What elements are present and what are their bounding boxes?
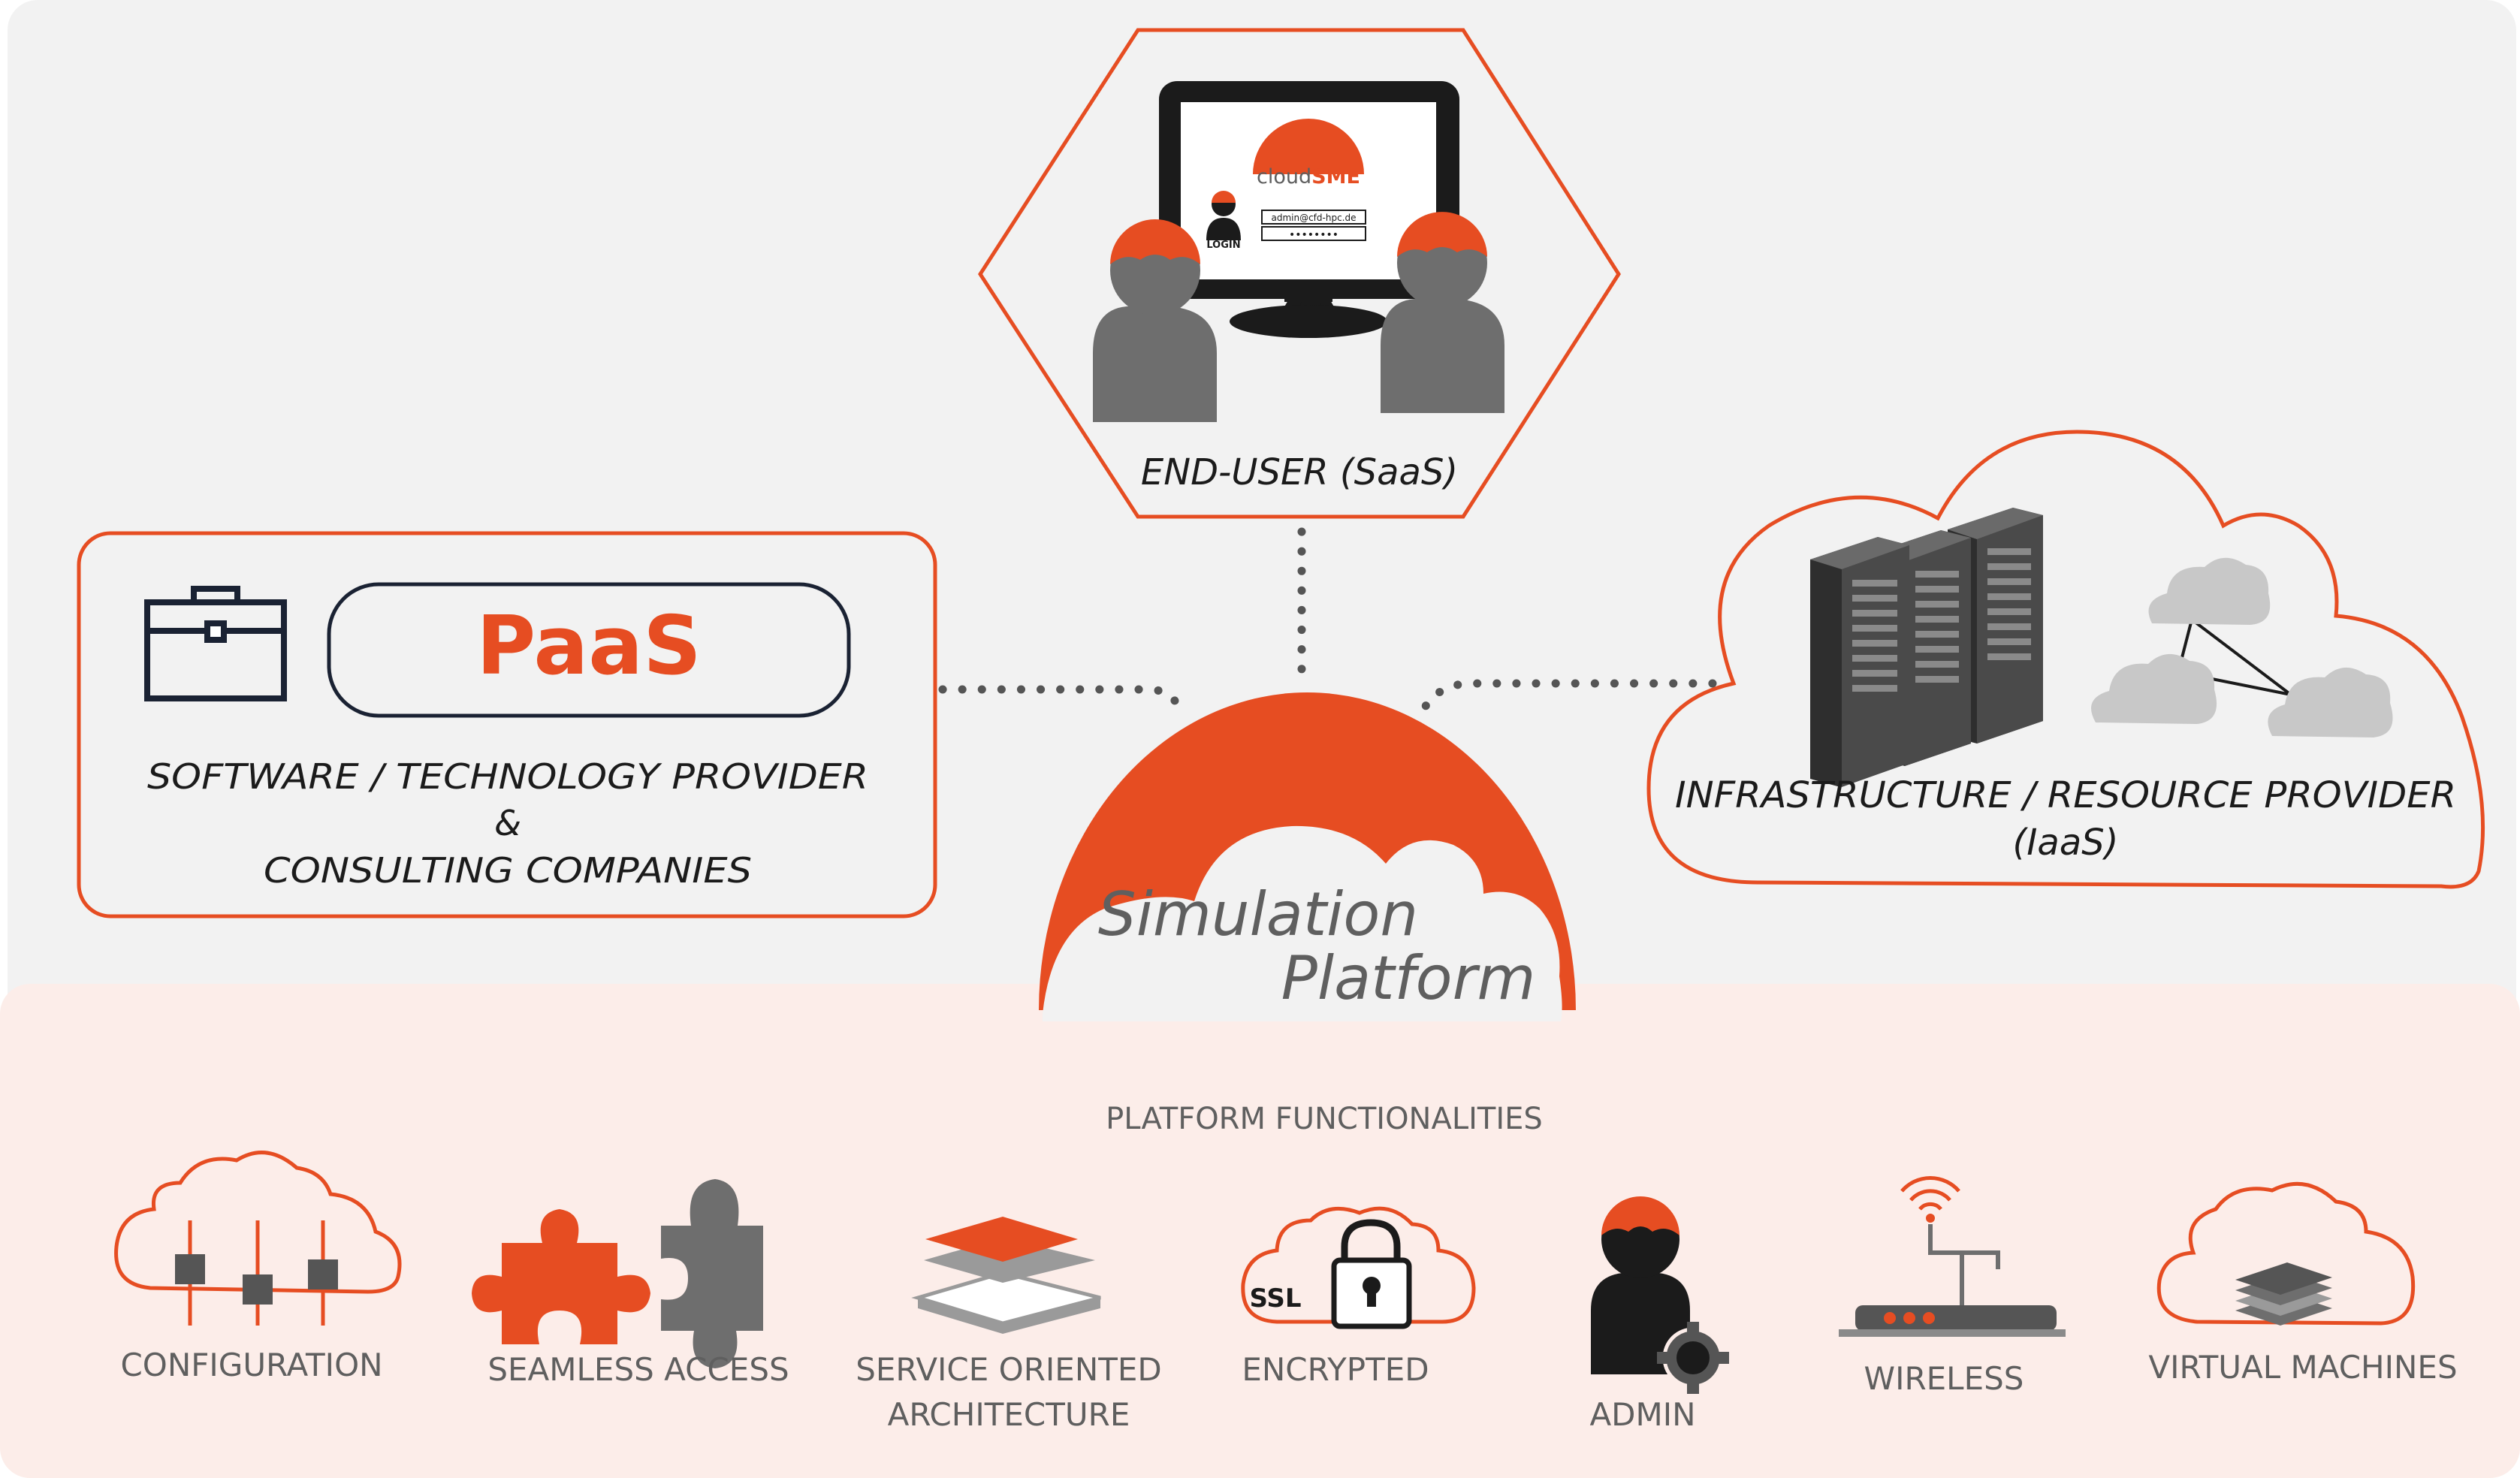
end-user-label: END-USER (SaaS) [1141, 451, 1458, 493]
cloud-sliders-icon [114, 1151, 402, 1326]
platform-cloud [1043, 825, 1562, 1021]
end-user-group: cloudSME LOGIN admin@cfd-hpc.de ••••••••… [978, 28, 1621, 519]
func-configuration-label: CONFIGURATION [120, 1347, 382, 1383]
paas-line1: SOFTWARE / TECHNOLOGY PROVIDER [147, 756, 868, 797]
svg-text:cloudSME: cloudSME [1257, 165, 1360, 189]
monitor-icon: cloudSME LOGIN admin@cfd-hpc.de •••••••• [1159, 81, 1459, 338]
func-virtual-machines: VIRTUAL MACHINES [2148, 1181, 2458, 1386]
func-soa-label-line2: ARCHITECTURE [888, 1396, 1130, 1433]
paas-line3: CONSULTING COMPANIES [264, 850, 752, 891]
connector-iaas [1419, 679, 1717, 714]
toolbox-icon [144, 586, 287, 701]
paas-line2: & [494, 803, 521, 843]
func-soa-label-line1: SERVICE ORIENTED [856, 1351, 1162, 1388]
paas-group: PaaS SOFTWARE / TECHNOLOGY PROVIDER & CO… [77, 531, 937, 918]
connectors [938, 527, 1717, 718]
iaas-group: INFRASTRUCTURE / RESOURCE PROVIDER (IaaS… [1646, 430, 2485, 889]
cloud-lock-icon [1241, 1206, 1476, 1329]
func-seamless-access-label: SEAMLESS ACCESS [487, 1351, 789, 1388]
ssl-badge: SSL [1249, 1283, 1301, 1314]
func-encrypted-label: ENCRYPTED [1242, 1351, 1429, 1388]
functionalities-title: PLATFORM FUNCTIONALITIES [1106, 1102, 1543, 1136]
func-admin-label: ADMIN [1589, 1396, 1695, 1433]
func-wireless: WIRELESS [1839, 1176, 2066, 1397]
func-configuration: CONFIGURATION [114, 1151, 402, 1383]
brand-suffix: SME [1311, 165, 1360, 189]
func-wireless-label: WIRELESS [1864, 1360, 2024, 1397]
puzzle-icon [472, 1179, 763, 1368]
end-user-hexagon [978, 28, 1621, 519]
simulation-platform-group: Simulation Platform [1039, 692, 1576, 1021]
cloud-vm-icon [2156, 1181, 2416, 1326]
password-field [1261, 226, 1366, 241]
top-panel [8, 0, 2516, 1044]
person-right-icon [1381, 212, 1504, 413]
password-value: •••••••• [1289, 229, 1338, 241]
iaas-cloud-outline [1646, 430, 2485, 889]
paas-title-pill [327, 582, 851, 718]
cloud-network-icon [2091, 557, 2393, 737]
platform-line1: Simulation [1098, 879, 1418, 949]
email-field [1261, 210, 1366, 225]
func-admin: ADMIN [1589, 1196, 1729, 1433]
layers-icon [911, 1217, 1101, 1334]
paas-title: PaaS [476, 599, 702, 693]
func-soa: SERVICE ORIENTED ARCHITECTURE [856, 1217, 1162, 1433]
admin-gear-icon [1591, 1196, 1729, 1394]
bottom-panel [0, 984, 2520, 1478]
person-left-icon [1093, 219, 1217, 422]
platform-line2: Platform [1281, 943, 1536, 1013]
router-icon [1839, 1176, 2066, 1337]
brand-prefix: cloud [1257, 165, 1311, 189]
server-rack-icon [1810, 508, 2043, 787]
func-encrypted: SSL ENCRYPTED [1241, 1206, 1476, 1388]
func-virtual-machines-label: VIRTUAL MACHINES [2148, 1349, 2457, 1386]
func-seamless-access: SEAMLESS ACCESS [472, 1179, 789, 1388]
login-label: LOGIN [1206, 240, 1240, 251]
iaas-line1: INFRASTRUCTURE / RESOURCE PROVIDER [1675, 774, 2456, 816]
paas-box [77, 531, 937, 918]
email-value: admin@cfd-hpc.de [1271, 213, 1356, 223]
iaas-line2: (IaaS) [2013, 822, 2119, 864]
